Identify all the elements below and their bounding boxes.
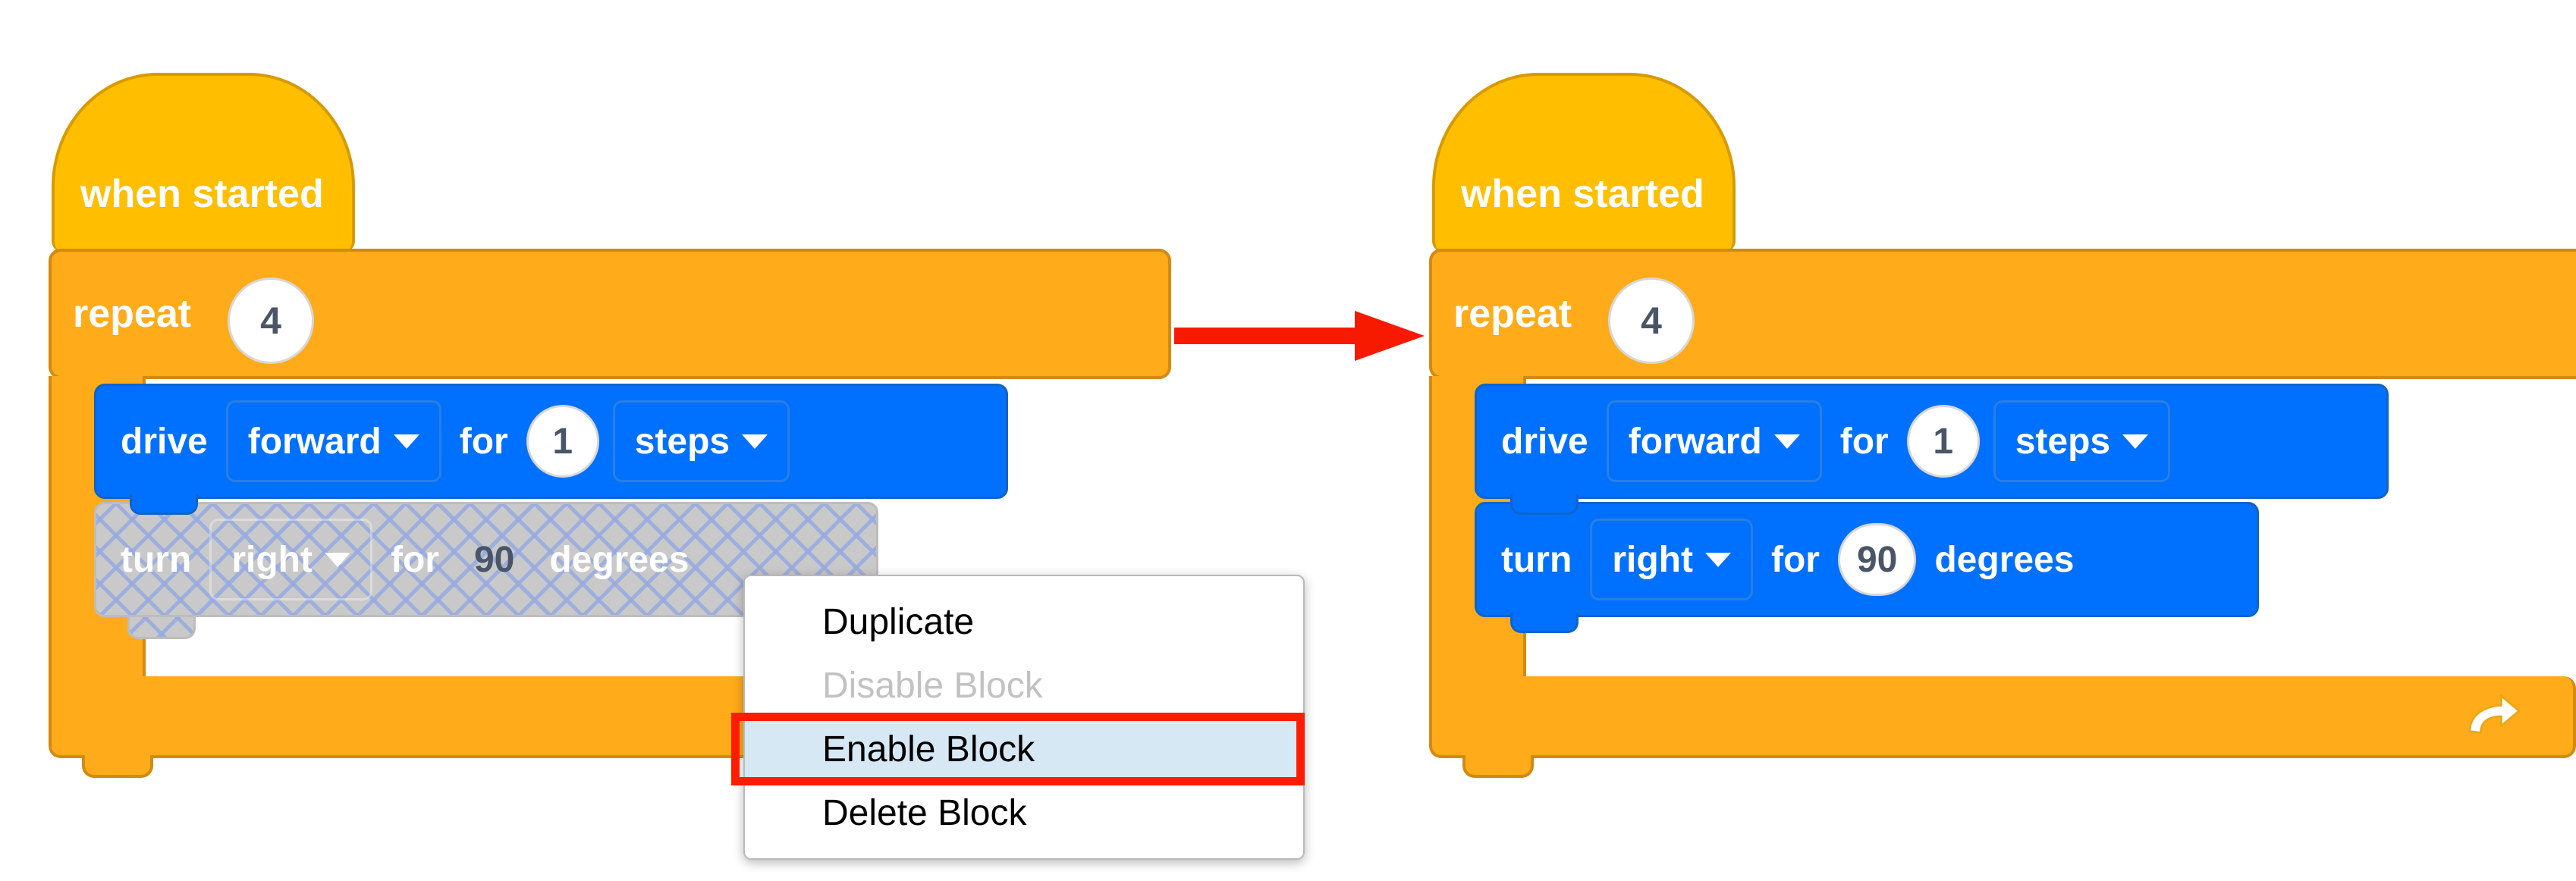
drive-direction-value: forward [247, 421, 382, 462]
context-menu-item-delete-block[interactable]: Delete Block [822, 792, 1027, 833]
turn-block-before-disabled[interactable]: turn right for 90 degrees [94, 502, 878, 617]
drive-for-label: for [459, 421, 508, 462]
turn-direction-value-after: right [1612, 539, 1693, 580]
drive-block-after[interactable]: drive forward for 1 steps [1475, 384, 2389, 515]
repeat-label-before: repeat [73, 292, 192, 336]
repeat-count-field-after[interactable]: 4 [1608, 277, 1695, 364]
repeat-block-bottom-nub-before [82, 755, 153, 778]
context-menu-item-enable-block[interactable]: Enable Block [745, 717, 1303, 781]
chevron-down-icon [1773, 434, 1800, 449]
drive-direction-dropdown-after[interactable]: forward [1606, 400, 1822, 482]
repeat-label-after: repeat [1453, 292, 1572, 336]
drive-direction-dropdown[interactable]: forward [225, 400, 441, 482]
chevron-down-icon [1704, 552, 1731, 567]
chevron-down-icon [393, 434, 419, 449]
drive-amount-field[interactable]: 1 [526, 405, 599, 478]
chevron-down-icon [324, 552, 350, 567]
chevron-down-icon [742, 434, 768, 449]
turn-verb-label: turn [121, 539, 192, 580]
turn-amount-field-after[interactable]: 90 [1837, 523, 1917, 596]
turn-direction-dropdown[interactable]: right [209, 519, 372, 600]
turn-unit-label: degrees [549, 539, 690, 580]
turn-direction-dropdown-after[interactable]: right [1590, 519, 1753, 600]
context-menu-item-disable-block: Disable Block [822, 665, 1043, 706]
drive-unit-dropdown[interactable]: steps [612, 400, 790, 482]
drive-for-label-after: for [1839, 421, 1889, 462]
context-menu-item-duplicate[interactable]: Duplicate [822, 601, 975, 642]
when-started-block-after[interactable]: when started [1432, 73, 1736, 252]
turn-for-label: for [390, 539, 439, 580]
drive-block-notch [130, 494, 198, 515]
context-menu[interactable]: Duplicate Disable Block Enable Block Del… [743, 575, 1305, 860]
drive-amount-field-after[interactable]: 1 [1906, 405, 1980, 478]
repeat-block-bottom-after[interactable] [1429, 676, 2576, 758]
drive-block-before[interactable]: drive forward for 1 steps [94, 384, 1008, 515]
chevron-down-icon [2122, 434, 2149, 449]
repeat-block-bottom-nub-after [1462, 755, 1534, 778]
repeat-block-bottom-before[interactable] [49, 676, 777, 758]
repeat-count-field-before[interactable]: 4 [228, 277, 314, 364]
drive-direction-value-after: forward [1628, 421, 1762, 462]
turn-direction-value: right [231, 539, 313, 580]
turn-block-after-enabled[interactable]: turn right for 90 degrees [1475, 502, 2259, 633]
repeat-block-top-before[interactable] [49, 249, 1171, 379]
when-started-label: when started [80, 172, 324, 216]
turn-block-notch-after [1510, 613, 1579, 633]
drive-block-notch-after [1510, 494, 1579, 515]
loop-arrow-icon [2468, 694, 2521, 734]
when-started-block-before[interactable]: when started [52, 73, 355, 252]
turn-for-label-after: for [1770, 539, 1820, 580]
drive-unit-value: steps [634, 421, 730, 462]
when-started-label-after: when started [1461, 172, 1704, 216]
turn-amount-field[interactable]: 90 [473, 539, 515, 580]
turn-block-notch-before [127, 617, 196, 639]
transition-arrow [1174, 311, 1425, 361]
turn-unit-label-after: degrees [1934, 539, 2075, 580]
right-arrow-icon [1174, 311, 1425, 361]
drive-unit-value-after: steps [2015, 421, 2111, 462]
drive-verb-label-after: drive [1501, 421, 1588, 462]
drive-verb-label: drive [121, 421, 208, 462]
drive-unit-dropdown-after[interactable]: steps [1993, 400, 2171, 482]
repeat-block-top-after[interactable] [1429, 249, 2576, 379]
turn-verb-label-after: turn [1501, 539, 1572, 580]
